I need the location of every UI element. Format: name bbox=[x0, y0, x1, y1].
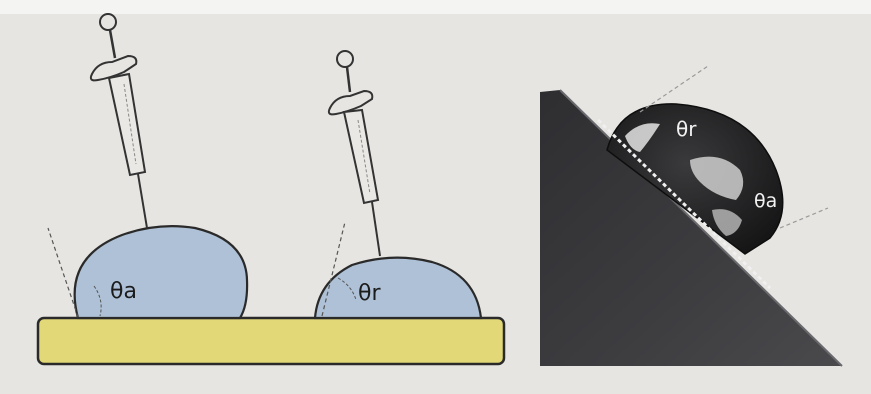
receding-angle-label: θr bbox=[358, 281, 381, 306]
plunger-knob bbox=[100, 14, 116, 30]
plunger-knob bbox=[337, 51, 353, 67]
right-advancing-angle-label: θa bbox=[754, 190, 777, 212]
top-margin-band bbox=[0, 0, 871, 14]
right-receding-angle-label: θr bbox=[676, 117, 697, 141]
advancing-angle-label: θa bbox=[110, 279, 137, 304]
substrate bbox=[38, 318, 504, 364]
right-panel: θr θa bbox=[536, 66, 871, 380]
